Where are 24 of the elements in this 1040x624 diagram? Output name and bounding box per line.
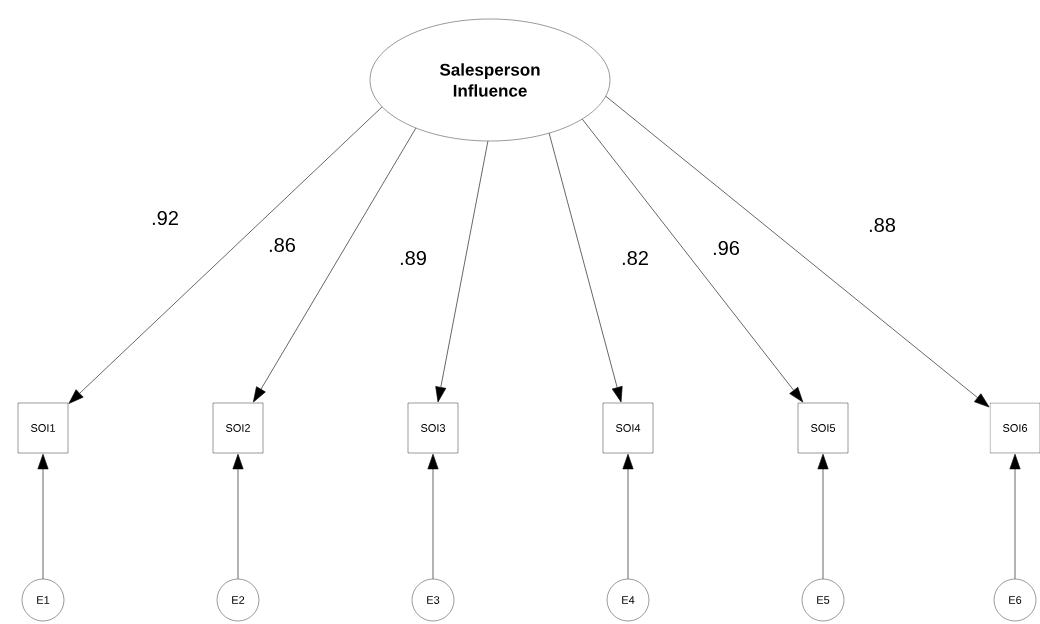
indicator-box: SOI4: [602, 402, 654, 454]
arrow: [37, 453, 49, 580]
indicator-box: SOI6: [989, 402, 1040, 454]
edge-label: .86: [267, 236, 297, 254]
indicator-box: SOI1: [17, 402, 69, 454]
indicator-box: SOI5: [797, 402, 849, 454]
arrow: [622, 453, 634, 580]
edge-label: .89: [398, 249, 428, 267]
edge-label: .96: [711, 239, 741, 257]
edge-label: .88: [867, 216, 897, 234]
arrow: [582, 118, 804, 403]
arrow: [253, 127, 417, 403]
arrow: [427, 453, 439, 580]
arrow: [435, 140, 489, 403]
edge-label: .82: [620, 249, 650, 267]
arrow: [232, 453, 244, 580]
arrow: [817, 453, 829, 580]
indicator-box: SOI3: [407, 402, 459, 454]
arrow: [605, 96, 990, 408]
arrow: [1009, 453, 1021, 580]
indicator-box: SOI2: [212, 402, 264, 454]
edge-label: .92: [150, 209, 180, 227]
arrow: [548, 132, 623, 403]
arrow: [68, 106, 383, 404]
